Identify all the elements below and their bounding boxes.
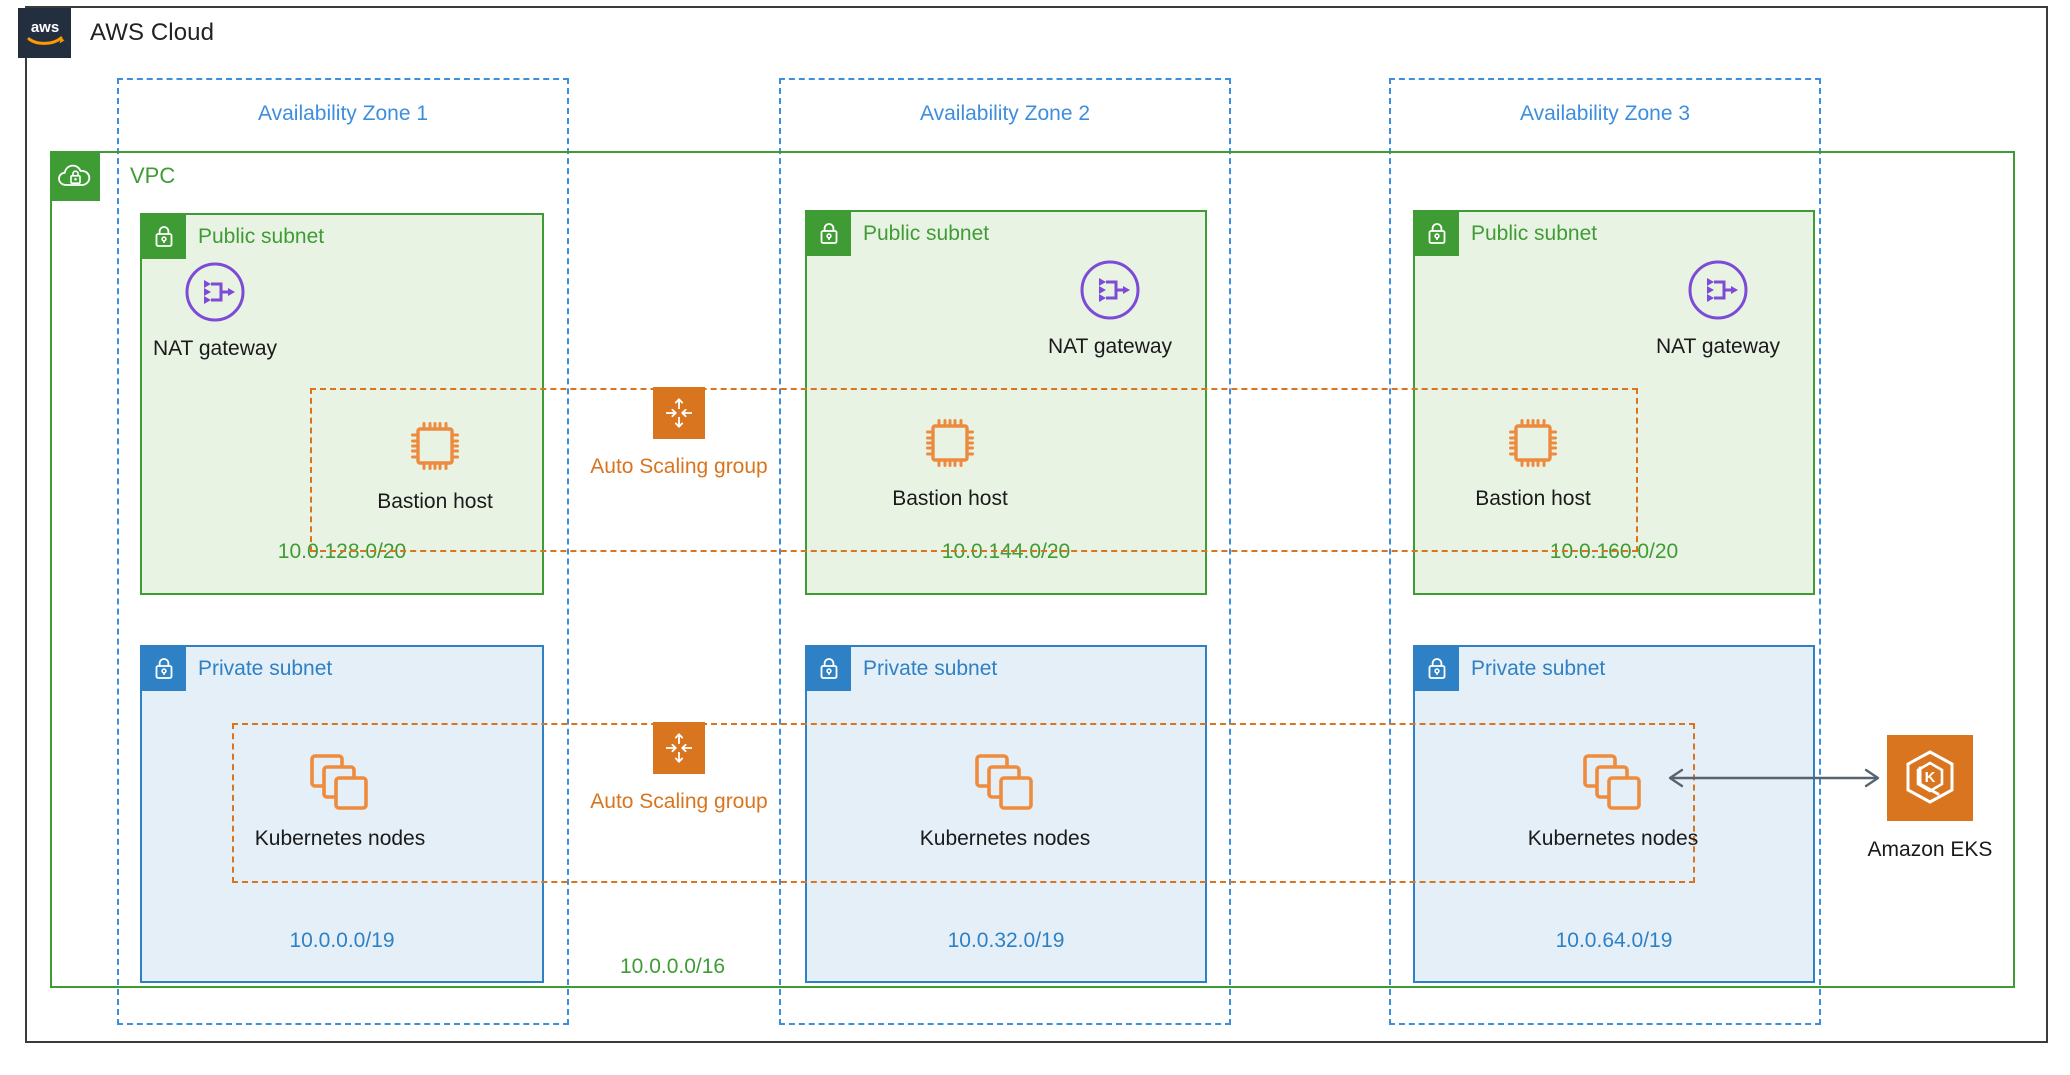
lock-icon: [807, 212, 851, 256]
private-subnet-az2: Private subnet 10.0.32.0/19: [805, 645, 1207, 983]
amazon-eks-label: Amazon EKS: [1867, 838, 1993, 861]
svg-text:aws: aws: [30, 19, 58, 36]
auto-scaling-group-public-boundary: [310, 388, 1638, 552]
aws-cloud-title: AWS Cloud: [90, 19, 215, 46]
private-subnet-az3-title: Private subnet: [1471, 657, 1606, 680]
nat-gateway-icon: [1638, 258, 1798, 327]
private-subnet-az3-cidr: 10.0.64.0/19: [1555, 929, 1673, 952]
auto-scaling-group-icon: [653, 387, 705, 439]
availability-zone-3-label: Availability Zone 3: [1519, 102, 1691, 125]
kubernetes-nodes-icon: [235, 750, 445, 819]
lock-icon: [1415, 647, 1459, 691]
public-subnet-az2-title: Public subnet: [863, 222, 990, 245]
amazon-eks-icon: K: [1887, 735, 1973, 821]
nat-gateway-az3: NAT gateway: [1638, 258, 1798, 359]
nat-gateway-az2: NAT gateway: [1030, 258, 1190, 359]
public-subnet-az3-title: Public subnet: [1471, 222, 1598, 245]
aws-cloud-frame: [25, 6, 2048, 1043]
bastion-host-az2: Bastion host: [865, 412, 1035, 511]
bastion-host-az3: Bastion host: [1448, 412, 1618, 511]
vpc-cidr-label: 10.0.0.0/16: [620, 955, 726, 978]
aws-logo-icon: aws: [18, 8, 71, 58]
ec2-instance-icon: [350, 415, 520, 482]
lock-icon: [142, 215, 186, 259]
auto-scaling-group-public-label: Auto Scaling group: [590, 455, 768, 478]
kubernetes-nodes-az2: Kubernetes nodes: [900, 750, 1110, 851]
bastion-host-az1: Bastion host: [350, 415, 520, 514]
auto-scaling-group-private-label: Auto Scaling group: [590, 790, 768, 813]
lock-icon: [142, 647, 186, 691]
nat-gateway-az3-label: NAT gateway: [1655, 335, 1781, 358]
nat-gateway-icon: [135, 260, 295, 329]
private-subnet-az1-title: Private subnet: [198, 657, 333, 680]
public-subnet-az1: Public subnet 10.0.128.0/20: [140, 213, 544, 595]
kubernetes-nodes-az3: Kubernetes nodes: [1508, 750, 1718, 851]
nat-gateway-az2-label: NAT gateway: [1047, 335, 1173, 358]
kubernetes-nodes-icon: [1508, 750, 1718, 819]
bastion-host-az2-label: Bastion host: [892, 487, 1008, 510]
vpc-cloud-lock-icon: [50, 151, 100, 201]
eks-to-nodes-arrow: [1660, 760, 1888, 796]
ec2-instance-icon: [1448, 412, 1618, 479]
private-subnet-az3: Private subnet 10.0.64.0/19: [1413, 645, 1815, 983]
auto-scaling-group-icon: [653, 722, 705, 774]
private-subnet-az2-title: Private subnet: [863, 657, 998, 680]
nat-gateway-az1: NAT gateway: [135, 260, 295, 361]
bastion-host-az1-label: Bastion host: [377, 490, 493, 513]
bastion-host-az3-label: Bastion host: [1475, 487, 1591, 510]
kubernetes-nodes-az1: Kubernetes nodes: [235, 750, 445, 851]
vpc-boundary: [50, 151, 2015, 988]
availability-zone-1-label: Availability Zone 1: [257, 102, 429, 125]
svg-text:K: K: [1925, 769, 1936, 786]
public-subnet-az3: Public subnet 10.0.160.0/20: [1413, 210, 1815, 595]
private-subnet-az1: Private subnet 10.0.0.0/19: [140, 645, 544, 983]
kubernetes-nodes-icon: [900, 750, 1110, 819]
availability-zone-2-label: Availability Zone 2: [919, 102, 1091, 125]
nat-gateway-az1-label: NAT gateway: [152, 337, 278, 360]
auto-scaling-group-private-boundary: [232, 723, 1695, 883]
vpc-label: VPC: [130, 163, 176, 188]
kubernetes-nodes-az3-label: Kubernetes nodes: [1527, 827, 1699, 850]
public-subnet-az1-title: Public subnet: [198, 225, 325, 248]
private-subnet-az1-cidr: 10.0.0.0/19: [289, 929, 395, 952]
ec2-instance-icon: [865, 412, 1035, 479]
nat-gateway-icon: [1030, 258, 1190, 327]
kubernetes-nodes-az2-label: Kubernetes nodes: [919, 827, 1091, 850]
private-subnet-az2-cidr: 10.0.32.0/19: [947, 929, 1065, 952]
public-subnet-az2: Public subnet 10.0.144.0/20: [805, 210, 1207, 595]
lock-icon: [1415, 212, 1459, 256]
lock-icon: [807, 647, 851, 691]
kubernetes-nodes-az1-label: Kubernetes nodes: [254, 827, 426, 850]
